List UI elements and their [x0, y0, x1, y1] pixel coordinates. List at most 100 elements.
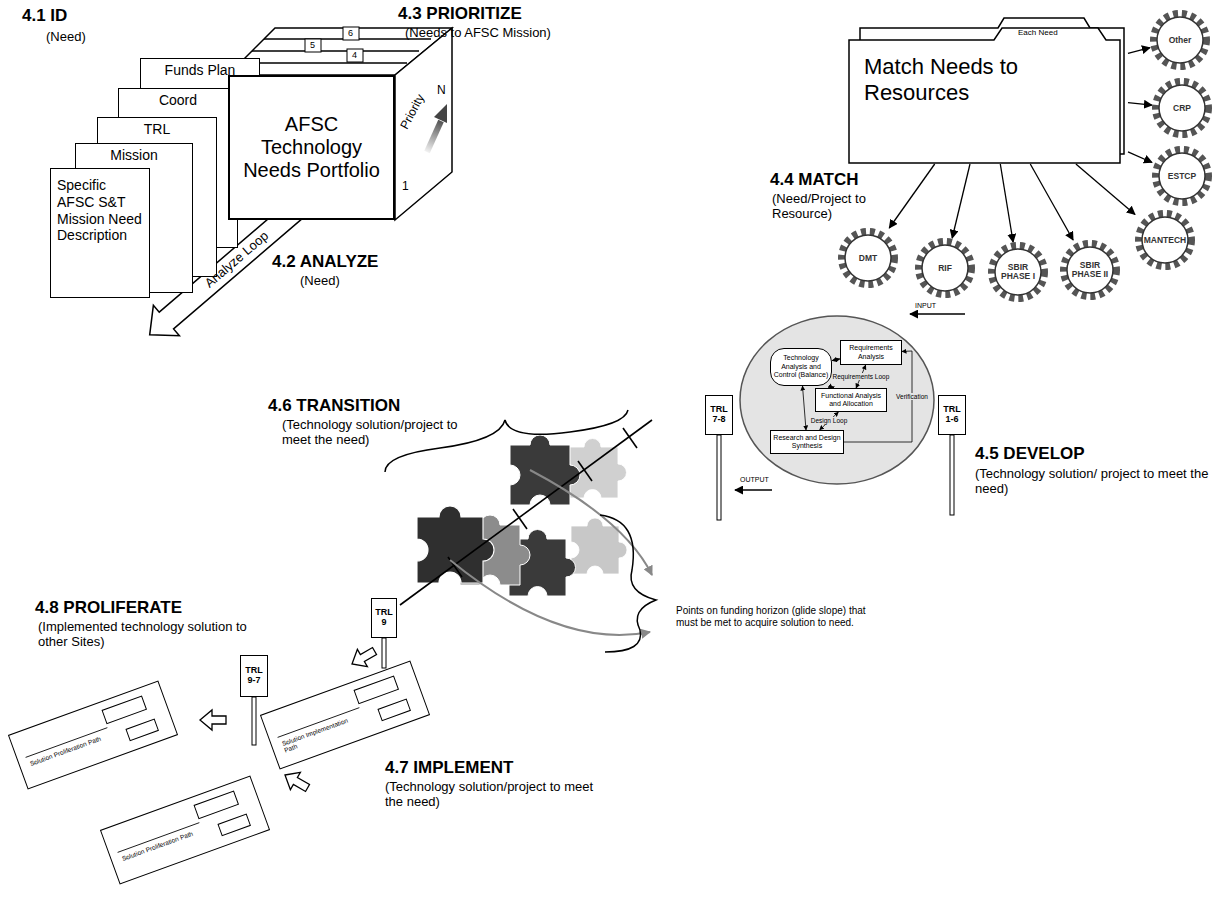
- portfolio-box-3d: [228, 27, 452, 220]
- node-text: Coord: [159, 92, 197, 109]
- ticket-box: [102, 696, 146, 724]
- step-heading: 4.2 ANALYZE: [272, 252, 378, 272]
- node-text: Specific AFSC S&T Mission Need Descripti…: [57, 177, 143, 244]
- trl-sign: TRL 9-7: [240, 655, 268, 697]
- gear-teeth: [1064, 244, 1117, 297]
- gear-teeth: [919, 242, 972, 295]
- funding-gear: CRP: [1152, 78, 1212, 138]
- ticket-box: [378, 699, 410, 721]
- resource-arrow: [889, 164, 934, 228]
- folder-front: [849, 28, 1120, 163]
- node-text: Functional Analysis and Allocation: [818, 392, 884, 409]
- node-text: DMT: [859, 254, 877, 263]
- trl-sign: TRL 1-6: [938, 395, 966, 435]
- node-text: Research and Design Synthesis: [773, 434, 841, 451]
- step-heading: 4.1 ID: [22, 6, 67, 26]
- step-heading: 4.4 MATCH: [770, 170, 858, 190]
- resource-arrow: [952, 164, 970, 238]
- node-text: TRL: [144, 121, 170, 138]
- ticket-box: [126, 719, 158, 741]
- sign-posts: [252, 435, 954, 745]
- node-text: SBIR PHASE I: [996, 263, 1040, 281]
- annotation-text: N: [437, 84, 446, 98]
- gear-body: [1157, 17, 1203, 63]
- node-text: SBIR PHASE II: [1068, 261, 1112, 279]
- annotation-text: (Technology solution/ project to meet th…: [975, 467, 1210, 497]
- solution-ticket: Solution Implementation Path: [260, 660, 430, 769]
- process-box: Functional Analysis and Allocation: [815, 388, 887, 412]
- need-document: Specific AFSC S&T Mission Need Descripti…: [50, 168, 150, 298]
- curved-arrow: [450, 560, 650, 635]
- step-heading: 4.8 PROLIFERATE: [35, 598, 182, 618]
- ticket-box: [194, 791, 238, 819]
- solution-ticket: Solution Proliferation Path: [100, 775, 270, 884]
- output-arrow: [735, 489, 772, 491]
- gear-teeth: [842, 232, 895, 285]
- node-text: MANTECH: [1144, 236, 1187, 245]
- resource-arrow: [1076, 164, 1135, 214]
- annotation-text: OUTPUT: [740, 476, 769, 484]
- funding-arrows: [450, 470, 652, 635]
- file-tab: [347, 49, 363, 62]
- edge-label: Verification: [895, 393, 929, 400]
- annotation-text: 5: [310, 40, 315, 50]
- process-box: Requirements Analysis: [840, 340, 902, 365]
- annotation-text: 4: [352, 50, 357, 60]
- edge-label: Requirements Loop: [832, 373, 891, 380]
- gear-body: [1159, 153, 1205, 199]
- file-divider: [240, 62, 407, 64]
- annotation-text: (Need): [46, 30, 86, 45]
- annotation-text: (Implemented technology solution to othe…: [38, 620, 253, 650]
- funding-gear: DMT: [838, 228, 898, 288]
- gear-teeth: [1154, 14, 1207, 67]
- loop-connector: [856, 365, 866, 388]
- trl-sign: TRL 9: [371, 598, 397, 638]
- box-side: [395, 28, 452, 220]
- resource-arrow: [1000, 164, 1013, 242]
- develop-oval: [740, 316, 934, 484]
- gear-body: [922, 245, 968, 291]
- glide-point: [513, 509, 527, 529]
- node-text: Mission: [110, 147, 157, 164]
- gear-teeth: [1156, 150, 1209, 203]
- node-text: Solution Proliferation Path: [29, 732, 110, 768]
- node-text: RIF: [938, 264, 952, 273]
- glide-point: [623, 428, 637, 448]
- node-text: Requirements Analysis: [843, 344, 899, 361]
- node-text: ESTCP: [1168, 172, 1196, 181]
- tab-label: Each Need: [1018, 29, 1058, 38]
- brace: [600, 515, 656, 652]
- shape-outline: [101, 777, 267, 882]
- priority-arrowhead: [434, 104, 447, 123]
- annotation-text: Points on funding horizon (glide slope) …: [676, 605, 866, 628]
- annotation-text: 6: [348, 28, 353, 38]
- resource-arrow: [1128, 48, 1150, 54]
- glide-point: [578, 461, 592, 481]
- edge-label: Design Loop: [810, 417, 849, 424]
- node-text: TRL 7-8: [708, 405, 730, 425]
- loop-connector: [820, 412, 839, 430]
- funding-gear: RIF: [915, 238, 975, 298]
- node-text: TRL 9: [374, 608, 394, 628]
- gear-teeth: [1139, 214, 1192, 267]
- sign-post: [950, 435, 954, 515]
- node-text: Other: [1169, 36, 1192, 45]
- annotation-text: (Needs to AFSC Mission): [405, 26, 551, 41]
- annotation-text: Priority: [398, 92, 428, 131]
- step-heading: 4.7 IMPLEMENT: [385, 758, 513, 778]
- file-tab: [343, 27, 359, 40]
- node-text: Solution Proliferation Path: [121, 827, 202, 863]
- solution-ticket: Solution Proliferation Path: [8, 680, 178, 789]
- priority-arrow: [427, 121, 441, 152]
- funding-gear: SBIR PHASE II: [1060, 240, 1120, 300]
- funding-gear: ESTCP: [1152, 146, 1212, 206]
- process-box: Research and Design Synthesis: [770, 430, 844, 454]
- step-heading: 4.6 TRANSITION: [268, 396, 400, 416]
- outline-arrow: [280, 766, 313, 796]
- file-tab: [305, 39, 321, 52]
- outline-arrow: [200, 710, 226, 730]
- process-box: Technology Analysis and Control (Balance…: [770, 348, 832, 386]
- gear-teeth: [992, 246, 1045, 299]
